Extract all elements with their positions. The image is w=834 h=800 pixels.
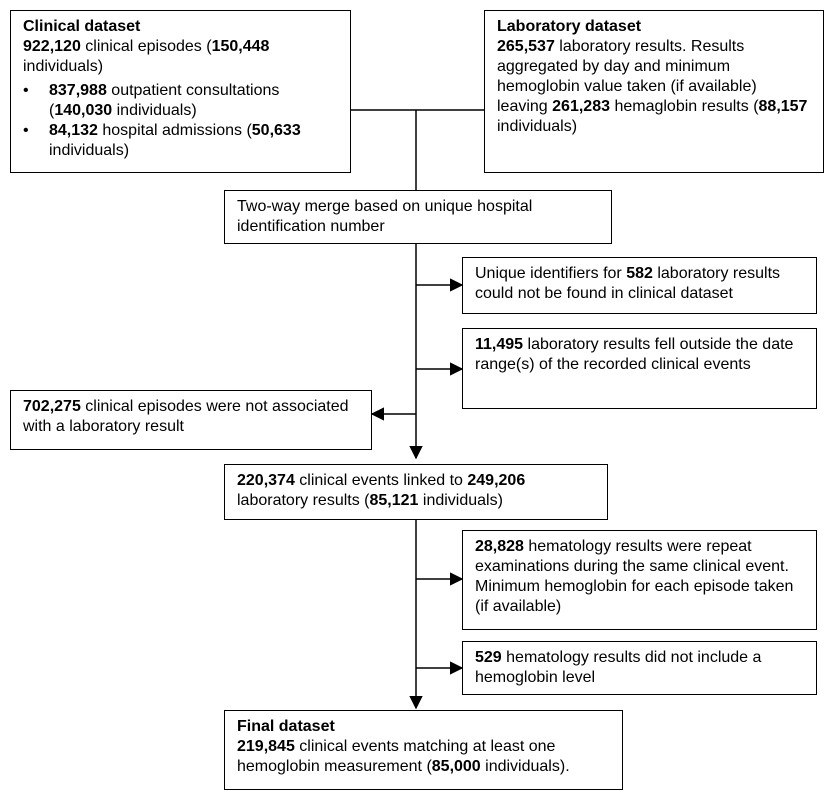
exclusion-repeat-box: 28,828 hematology results were repeat ex…: [462, 530, 817, 630]
count-value: 84,132: [49, 122, 98, 139]
exclusion-no-hemoglobin-box: 529 hematology results did not include a…: [462, 641, 817, 695]
list-item: 84,132 hospital admissions (50,633 indiv…: [23, 121, 338, 161]
final-title: Final dataset: [237, 718, 335, 735]
count-value: 50,633: [251, 122, 301, 139]
count-value: 261,283: [552, 98, 610, 115]
clinical-breakdown-list: 837,988 outpatient consultations (140,03…: [23, 81, 338, 161]
count-value: 150,448: [211, 38, 270, 55]
laboratory-dataset-box: Laboratory dataset 265,537 laboratory re…: [484, 10, 824, 173]
final-main-text: 219,845 clinical events matching at leas…: [237, 738, 570, 775]
merge-box: Two-way merge based on unique hospital i…: [224, 190, 612, 244]
count-value: 702,275: [23, 398, 81, 415]
count-value: 249,206: [467, 472, 526, 489]
count-value: 219,845: [237, 738, 295, 755]
list-item: 837,988 outpatient consultations (140,03…: [23, 81, 338, 121]
final-dataset-box: Final dataset 219,845 clinical events ma…: [224, 710, 623, 790]
count-value: 140,030: [54, 102, 113, 119]
count-value: 265,537: [497, 38, 555, 55]
merge-text: Two-way merge based on unique hospital i…: [237, 198, 533, 235]
count-value: 11,495: [475, 336, 524, 353]
exclusion-date-range-box: 11,495 laboratory results fell outside t…: [462, 328, 817, 409]
not-associated-box: 702,275 clinical episodes were not assoc…: [10, 390, 372, 450]
count-value: 922,120: [23, 38, 81, 55]
exclusion-identifiers-text: Unique identifiers for 582 laboratory re…: [475, 265, 781, 302]
clinical-dataset-box: Clinical dataset 922,120 clinical episod…: [10, 10, 351, 173]
count-value: 837,988: [49, 82, 107, 99]
not-associated-text: 702,275 clinical episodes were not assoc…: [23, 398, 349, 435]
count-value: 88,157: [758, 98, 808, 115]
clinical-main-text: 922,120 clinical episodes (150,448 indiv…: [23, 38, 270, 75]
count-value: 220,374: [237, 472, 295, 489]
count-value: 582: [626, 265, 653, 282]
exclusion-repeat-text: 28,828 hematology results were repeat ex…: [475, 538, 794, 615]
laboratory-main-text: 265,537 laboratory results. Results aggr…: [497, 38, 808, 135]
linked-box: 220,374 clinical events linked to 249,20…: [224, 464, 608, 520]
laboratory-title: Laboratory dataset: [497, 18, 642, 35]
clinical-title: Clinical dataset: [23, 18, 141, 35]
count-value: 85,121: [369, 492, 419, 509]
exclusion-no-hemoglobin-text: 529 hematology results did not include a…: [475, 649, 762, 686]
linked-text: 220,374 clinical events linked to 249,20…: [237, 472, 526, 509]
exclusion-identifiers-box: Unique identifiers for 582 laboratory re…: [462, 257, 817, 314]
exclusion-date-range-text: 11,495 laboratory results fell outside t…: [475, 336, 794, 373]
count-value: 85,000: [431, 758, 481, 775]
count-value: 28,828: [475, 538, 524, 555]
count-value: 529: [475, 649, 502, 666]
